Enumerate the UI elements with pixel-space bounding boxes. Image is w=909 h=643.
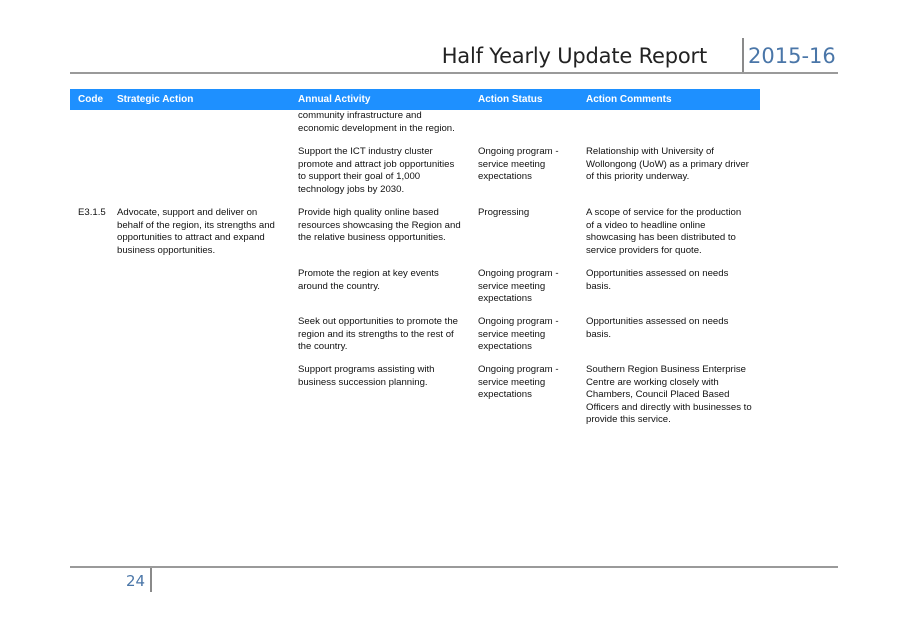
footer-rule [70, 566, 838, 568]
report-year: 2015-16 [748, 44, 836, 68]
annual-activity-cell: Provide high quality online based resour… [298, 207, 461, 244]
strategic-action-cell: Advocate, support and deliver on behalf … [117, 207, 275, 256]
action-status-cell: Ongoing program - service meeting expect… [478, 268, 559, 305]
footer-divider [150, 568, 152, 592]
code-cell: E3.1.5 [78, 207, 106, 218]
header-rule [70, 72, 838, 74]
annual-activity-cell: community infrastructure and economic de… [298, 110, 455, 134]
action-status-cell: Progressing [478, 207, 530, 218]
column-header-annual-activity: Annual Activity [298, 94, 371, 105]
page-number: 24 [126, 572, 146, 590]
action-comments-cell: Relationship with University of Wollongo… [586, 146, 749, 183]
action-comments-cell: A scope of service for the production of… [586, 207, 742, 256]
column-header-action-comments: Action Comments [586, 94, 672, 105]
page-header: Half Yearly Update Report 2015-16 [0, 0, 909, 80]
annual-activity-cell: Support the ICT industry cluster promote… [298, 146, 455, 195]
action-status-cell: Ongoing program - service meeting expect… [478, 316, 559, 353]
annual-activity-cell: Support programs assisting with business… [298, 364, 435, 388]
report-title: Half Yearly Update Report [441, 44, 708, 68]
column-header-code: Code [78, 94, 103, 105]
table-header-row: Code Strategic Action Annual Activity Ac… [70, 89, 760, 110]
column-header-action-status: Action Status [478, 94, 543, 105]
action-comments-cell: Opportunities assessed on needs basis. [586, 316, 729, 340]
action-comments-cell: Opportunities assessed on needs basis. [586, 268, 729, 292]
action-status-cell: Ongoing program - service meeting expect… [478, 364, 559, 401]
action-comments-cell: Southern Region Business Enterprise Cent… [586, 364, 752, 426]
header-divider [742, 38, 744, 72]
action-status-cell: Ongoing program - service meeting expect… [478, 146, 559, 183]
column-header-strategic-action: Strategic Action [117, 94, 194, 105]
annual-activity-cell: Promote the region at key events around … [298, 268, 439, 292]
annual-activity-cell: Seek out opportunities to promote the re… [298, 316, 458, 353]
